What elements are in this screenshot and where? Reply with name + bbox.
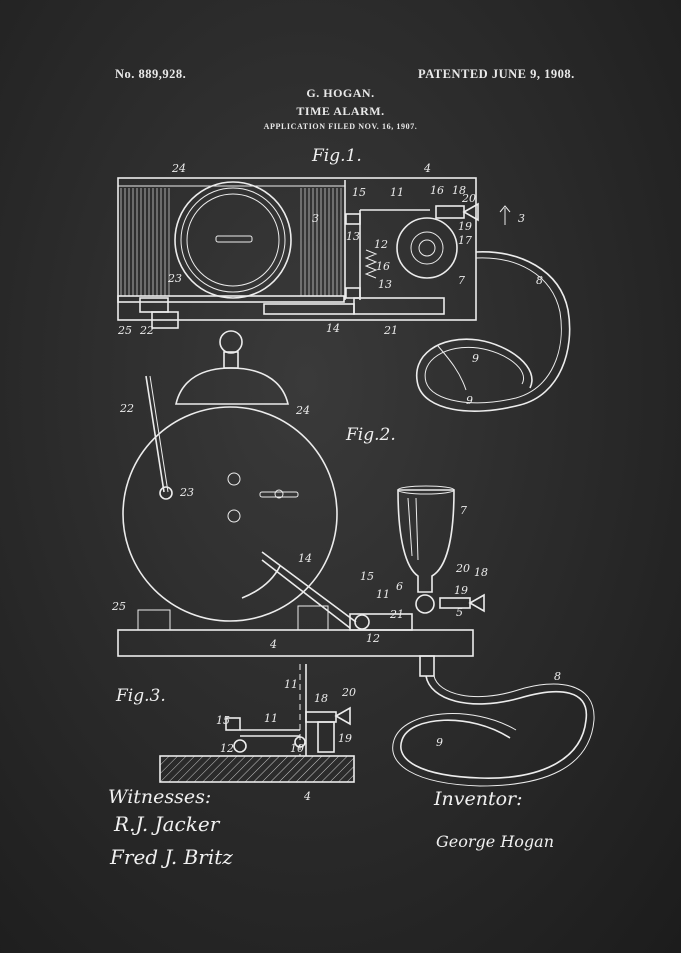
patent-date: PATENTED JUNE 9, 1908. xyxy=(418,67,575,81)
ref-label: 4 xyxy=(423,162,431,175)
patent-number: No. 889,928. xyxy=(115,67,187,81)
inventor-label: Inventor: xyxy=(434,788,523,810)
fig2-lever xyxy=(261,551,357,623)
ref-label: 3 xyxy=(518,212,525,225)
ref-label: 15 xyxy=(360,570,374,583)
fig1-clock-bell xyxy=(174,181,292,299)
fig2-hand xyxy=(145,375,165,493)
ref-label: 22 xyxy=(139,324,154,337)
fig1-lever xyxy=(263,303,355,315)
ref-label: 18 xyxy=(452,184,466,197)
fig2-tube xyxy=(400,675,588,779)
filing-date: APPLICATION FILED NOV. 16, 1907. xyxy=(263,122,418,131)
fig1-side-hatching xyxy=(120,188,172,296)
ref-label: 18 xyxy=(314,692,328,705)
ref-label: 19 xyxy=(458,220,472,233)
fig1-tube xyxy=(415,251,571,412)
witness-2-signature: Fred J. Britz xyxy=(110,845,233,869)
ref-label: 19 xyxy=(338,732,352,745)
ref-label: 25 xyxy=(117,324,132,337)
ref-label: 20 xyxy=(341,686,356,699)
ref-label: 12 xyxy=(374,238,388,251)
ref-label: 5 xyxy=(456,606,463,619)
ref-label: 13 xyxy=(346,230,360,243)
ref-label: 21 xyxy=(383,324,398,337)
figure-3-drawing xyxy=(159,664,355,783)
ref-label: 15 xyxy=(216,714,230,727)
figure-1-label: Fig.1. xyxy=(312,146,362,166)
ref-label: 7 xyxy=(460,504,467,517)
witness-1-signature: R.J. Jacker xyxy=(114,812,220,836)
ref-label: 9 xyxy=(472,352,479,365)
ref-label: 11 xyxy=(264,712,278,725)
ref-label: 25 xyxy=(111,600,126,613)
inventor-name: G. HOGAN. xyxy=(306,86,375,100)
fig2-base xyxy=(117,629,474,657)
fig2-bell xyxy=(174,367,290,405)
reference-numerals: 24 4 15 11 16 18 20 3 3 13 12 19 17 16 7… xyxy=(111,162,561,803)
figure-2-label: Fig.2. xyxy=(346,425,396,445)
ref-label: 8 xyxy=(536,274,543,287)
fig2-reservoir-cup xyxy=(397,489,455,593)
fig2-ring xyxy=(219,330,243,354)
ref-label: 17 xyxy=(458,234,472,247)
ref-label: 9 xyxy=(436,736,443,749)
ref-label: 12 xyxy=(366,632,380,645)
fig3-base-section xyxy=(160,756,354,782)
ref-label: 16 xyxy=(430,184,444,197)
ref-label: 6 xyxy=(396,580,403,593)
ref-label: 4 xyxy=(303,790,311,803)
ref-label: 23 xyxy=(167,272,182,285)
ref-label: 7 xyxy=(458,274,465,287)
ref-label: 8 xyxy=(554,670,561,683)
ref-label: 4 xyxy=(269,638,277,651)
ref-label: 20 xyxy=(455,562,470,575)
ref-label: 18 xyxy=(474,566,488,579)
fig1-case xyxy=(117,177,477,321)
ref-label: 9 xyxy=(466,394,473,407)
ref-label: 11 xyxy=(390,186,404,199)
ref-label: 11 xyxy=(376,588,390,601)
ref-label: 23 xyxy=(179,486,194,499)
ref-label: 15 xyxy=(352,186,366,199)
figure-3-label: Fig.3. xyxy=(116,686,166,706)
ref-label: 20 xyxy=(461,192,476,205)
ref-label: 13 xyxy=(378,278,392,291)
fig2-clock-body xyxy=(122,406,338,622)
ref-label: 3 xyxy=(312,212,319,225)
figure-2-drawing xyxy=(117,330,595,787)
fig1-reservoir xyxy=(396,217,458,279)
ref-label: 19 xyxy=(454,584,468,597)
figure-1-drawing xyxy=(117,177,571,412)
ref-label: 10 xyxy=(290,742,304,755)
ref-label: 14 xyxy=(326,322,340,335)
ref-label: 11 xyxy=(284,678,298,691)
ref-label: 12 xyxy=(220,742,234,755)
ref-label: 22 xyxy=(119,402,134,415)
ref-label: 24 xyxy=(171,162,186,175)
ref-label: 14 xyxy=(298,552,312,565)
witnesses-label: Witnesses: xyxy=(108,786,212,808)
ref-label: 24 xyxy=(295,404,310,417)
ref-label: 16 xyxy=(376,260,390,273)
inventor-signature: George Hogan xyxy=(436,832,554,851)
ref-label: 21 xyxy=(389,608,404,621)
patent-title: TIME ALARM. xyxy=(296,104,385,118)
